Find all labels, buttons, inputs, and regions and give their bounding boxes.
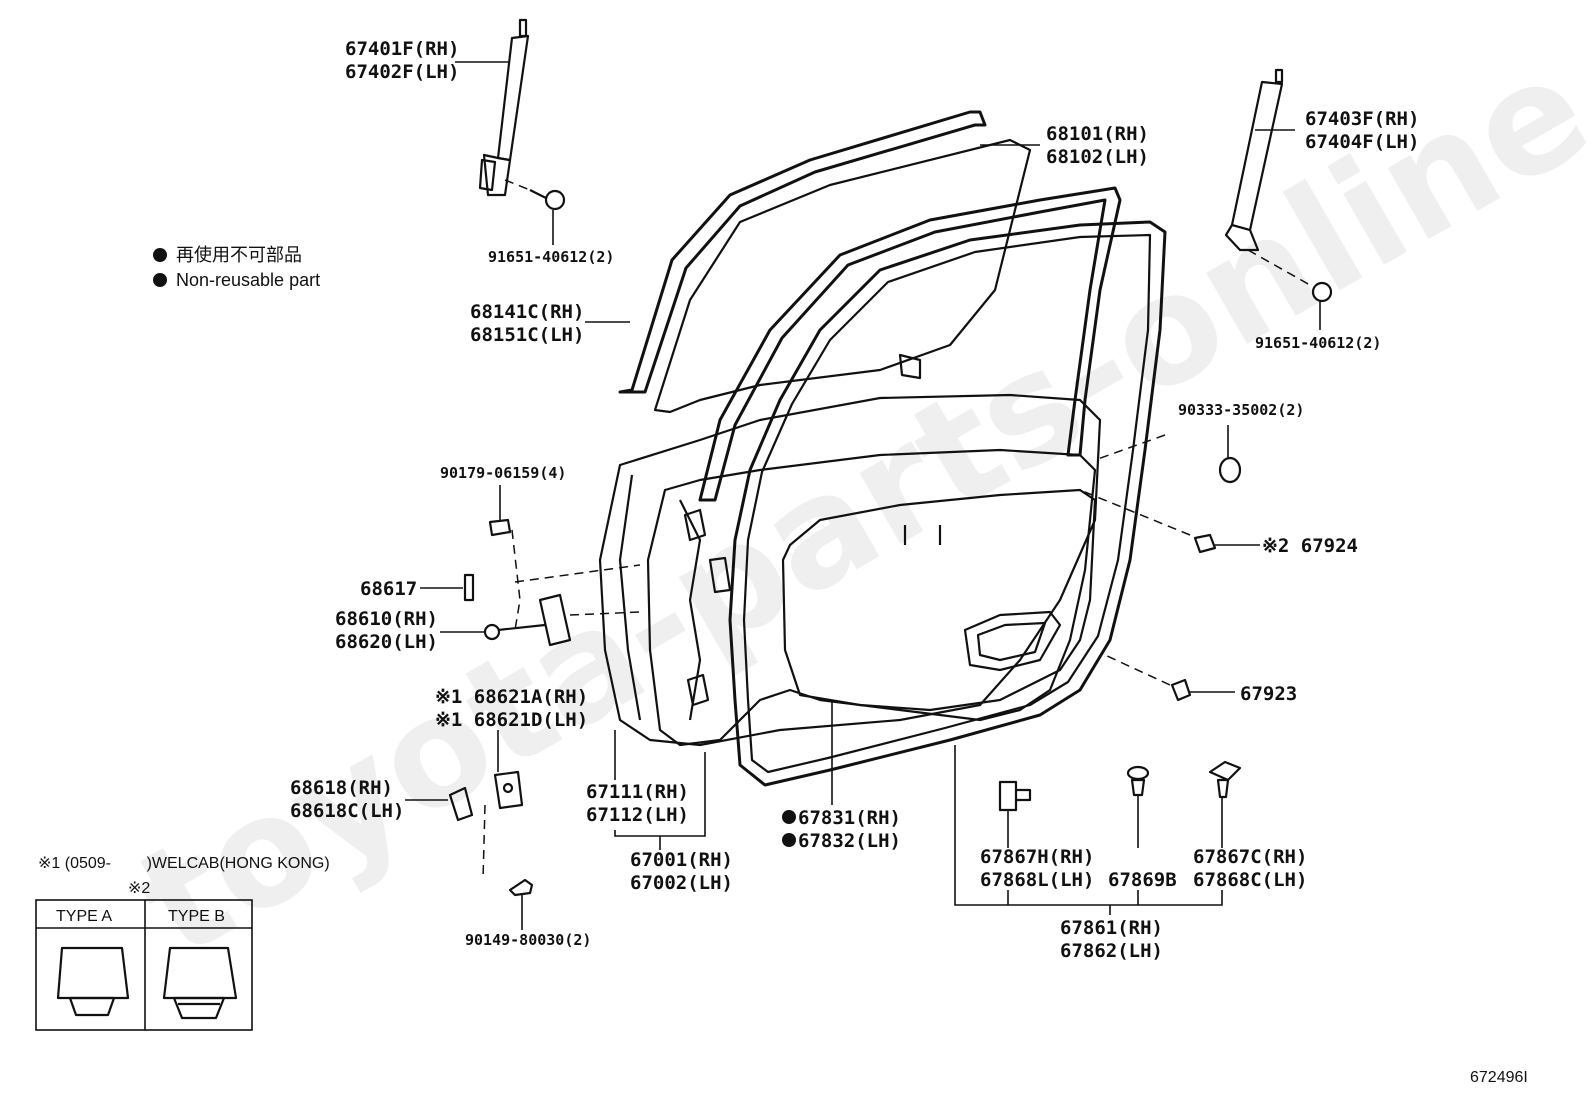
outer-weatherstrip (618, 110, 987, 394)
leader-lines (405, 61, 1321, 930)
label-67831: 67831(RH) (798, 807, 901, 829)
label-68610: 68610(RH) (335, 608, 438, 630)
hole-plug-90333 (1094, 434, 1242, 484)
screw-91651-left (504, 179, 566, 211)
label-67869b: 67869B (1108, 869, 1177, 891)
label-68618: 68618(RH) (290, 777, 393, 799)
clip-67923 (1104, 654, 1192, 702)
label-67111: 67111(RH) (586, 781, 689, 803)
door-glass (653, 138, 1032, 414)
clip-90179 (488, 518, 521, 631)
label-90179: 90179-06159(4) (440, 464, 566, 482)
label-67861: 67861(RH) (1060, 917, 1163, 939)
label-67112: 67112(LH) (586, 804, 689, 826)
door-check-68610 (483, 564, 641, 647)
label-91651-right: 91651-40612(2) (1255, 334, 1381, 352)
label-67868l: 67868L(LH) (980, 869, 1094, 891)
label-90149: 90149-80030(2) (465, 931, 591, 949)
part-labels: 67401F(RH) 67402F(LH) 91651-40612(2) 681… (290, 38, 1419, 962)
note-2: ※2 (128, 880, 150, 897)
label-67001: 67001(RH) (630, 849, 733, 871)
label-67867c: 67867C(RH) (1193, 846, 1307, 868)
legend-en: Non-reusable part (176, 270, 320, 290)
door-inner-panel (646, 448, 1097, 747)
label-67403f: 67403F(RH) (1305, 108, 1419, 130)
legend-dot-jp (153, 248, 167, 262)
door-frame-sash (698, 186, 1122, 502)
hinge-68618 (448, 786, 486, 881)
diagram-id: 672496I (1470, 1069, 1528, 1086)
non-reusable-dot-67832 (782, 833, 796, 847)
label-68620: 68620(LH) (335, 631, 438, 653)
label-67404f: 67404F(LH) (1305, 131, 1419, 153)
label-67923: 67923 (1240, 683, 1297, 705)
label-67402f: 67402F(LH) (345, 61, 459, 83)
label-68621a: ※1 68621A(RH) (435, 686, 588, 708)
label-68617: 68617 (360, 578, 417, 600)
label-68621d: ※1 68621D(LH) (435, 709, 588, 731)
screw-91651-right (1247, 249, 1333, 303)
label-68101: 68101(RH) (1046, 123, 1149, 145)
legend-dot-en (153, 273, 167, 287)
label-68151c: 68151C(LH) (470, 324, 584, 346)
note-1: ※1 (0509- )WELCAB(HONG KONG) (38, 855, 330, 872)
label-90333: 90333-35002(2) (1178, 401, 1304, 419)
hinge-plate-68621 (493, 770, 524, 810)
legend-jp: 再使用不可部品 (176, 245, 302, 265)
clip-67869b (1126, 765, 1150, 797)
label-67868c: 67868C(LH) (1193, 869, 1307, 891)
door-weatherstrip (728, 220, 1167, 787)
label-67832: 67832(LH) (798, 830, 901, 852)
label-67401f: 67401F(RH) (345, 38, 459, 60)
non-reusable-dot-67831 (782, 810, 796, 824)
label-67924: ※2 67924 (1262, 535, 1358, 557)
clip-67924 (1079, 489, 1217, 554)
type-b-header: TYPE B (168, 908, 225, 925)
front-division-bar-left (478, 18, 530, 197)
label-68618c: 68618C(LH) (290, 800, 404, 822)
label-91651-left: 91651-40612(2) (488, 248, 614, 266)
bolt-90149 (508, 878, 534, 897)
pin-68617 (463, 573, 475, 602)
type-table: TYPE A TYPE B (35, 899, 253, 1031)
label-67867h: 67867H(RH) (980, 846, 1094, 868)
clip-67867c (1208, 760, 1242, 799)
type-a-header: TYPE A (56, 908, 112, 925)
label-67862: 67862(LH) (1060, 940, 1163, 962)
label-68141c: 68141C(RH) (470, 301, 584, 323)
door-outer-panel (598, 393, 1102, 747)
label-68102: 68102(LH) (1046, 146, 1149, 168)
door-trim-board (781, 488, 1097, 712)
clip-67867h (998, 780, 1032, 812)
type-a-clip-illustration (56, 946, 130, 1017)
type-b-clip-illustration (162, 946, 238, 1020)
legend: 再使用不可部品 Non-reusable part (153, 245, 320, 290)
notes: ※1 (0509- )WELCAB(HONG KONG) ※2 (38, 855, 330, 897)
label-67002: 67002(LH) (630, 872, 733, 894)
